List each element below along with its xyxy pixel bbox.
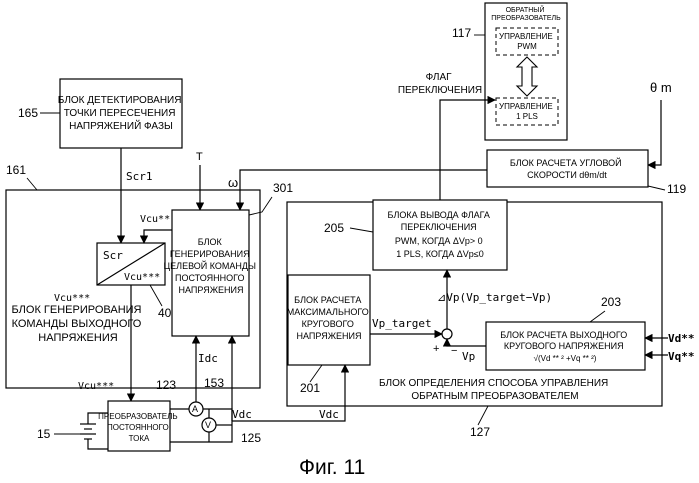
ref-153: 153 [204,376,224,390]
vcu2-label: Vcu** [140,214,170,225]
idc-label: Idc [198,352,218,365]
inverter-ctrl-label: БЛОК ОПРЕДЕЛЕНИЯ СПОСОБА УПРАВЛЕНИЯ ОБРА… [379,378,611,402]
minus-sign: − [451,345,457,357]
vcu3-bottom-label: Vcu*** [78,381,114,392]
ref-125: 125 [241,431,261,445]
ref-203-leader [590,311,605,322]
theta-to-speed-line [648,100,661,165]
vp-target-label: Vp_target [372,317,432,330]
ref-165: 165 [18,106,38,120]
omega-label: ω [228,175,238,190]
ref-201-leader [310,365,322,382]
ref-161-leader [27,178,37,190]
ref-119-leader [648,186,665,190]
ref-205-leader [350,228,373,232]
ref-161: 161 [6,163,26,177]
ref-301: 301 [273,181,293,195]
dc-negative-wire [170,421,232,442]
plus-sign: + [433,343,439,355]
ref-201: 201 [300,381,320,395]
ref-117: 117 [452,26,471,40]
ref-203: 203 [601,295,621,309]
vd-label: Vd** [668,332,695,345]
vp-label: Vp [462,350,475,363]
ref-119: 119 [667,182,686,196]
voltmeter-symbol: V [205,420,211,430]
summing-junction [442,329,452,339]
t-label: T [196,151,203,163]
ref-123: 123 [156,378,176,392]
delta-vp-label: ⊿Vp(Vp_target−Vp) [437,291,552,304]
ref-15: 15 [37,427,51,441]
ref-127: 127 [470,425,490,439]
scr-label: Scr [103,249,123,262]
scr1-label: Scr1 [126,170,153,183]
vcu3-left-label: Vcu*** [54,293,90,304]
output-cmd-label: БЛОК ГЕНЕРИРОВАНИЯ КОМАНДЫ ВЫХОДНОГО НАП… [11,304,144,344]
inverter-block: ОБРАТНЫЙ ПРЕОБРАЗОВАТЕЛЬ УПРАВЛЕНИЕ PWM … [485,3,567,140]
vcu2-line [144,230,172,243]
ref-205: 205 [324,221,344,235]
ref-127-leader [478,406,488,425]
theta-m-label: θ m [650,80,672,95]
vdc-bottom-label: Vdc [319,408,339,421]
figure-caption: Фиг. 11 [299,456,365,479]
scr-vcu-label: Vcu*** [124,272,160,283]
angular-speed-block [487,150,648,187]
switch-flag-label: ФЛАГ ПЕРЕКЛЮЧЕНИЯ [398,72,482,96]
battery-bottom-wire [88,439,108,449]
ref-403-leader [150,285,162,306]
vq-label: Vq** [668,350,695,363]
ammeter-symbol: A [192,404,198,414]
phase-cross-label: БЛОК ДЕТЕКТИРОВАНИЯ ТОЧКИ ПЕРЕСЕЧЕНИЯ НА… [58,95,185,132]
vdc-right-label: Vdc [232,408,252,421]
